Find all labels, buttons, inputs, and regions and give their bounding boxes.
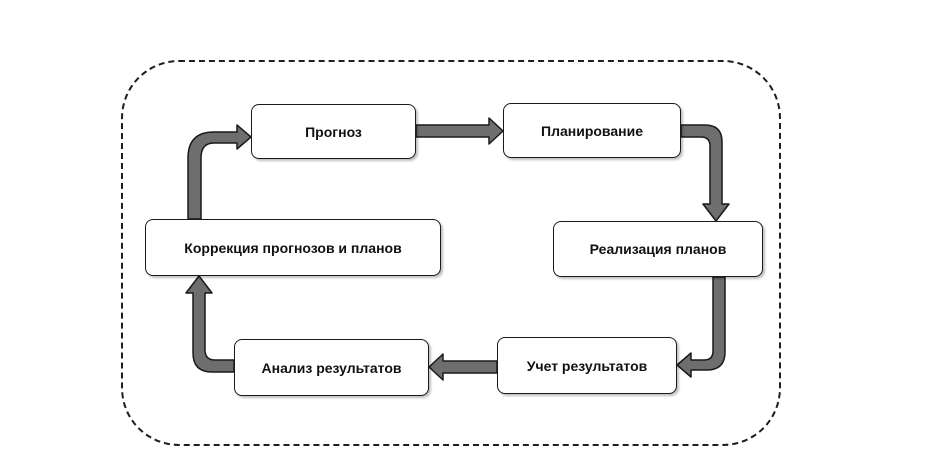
arrow-correction-to-forecast [187,124,252,220]
node-forecast-plan-correction-label: Коррекция прогнозов и планов [184,239,402,256]
node-results-accounting: Учет результатов [497,337,677,394]
node-planning-label: Планирование [541,122,643,139]
node-forecast-label: Прогноз [305,123,362,140]
dashed-boundary [121,60,781,446]
node-forecast: Прогноз [251,104,416,159]
node-results-analysis-label: Анализ результатов [261,359,402,376]
node-planning: Планирование [503,103,681,158]
node-results-analysis: Анализ результатов [234,339,429,396]
node-plan-realization: Реализация планов [553,221,763,277]
arrow-planning-to-realization [680,124,730,222]
arrow-realization-to-accounting [676,276,726,378]
arrow-analysis-to-correction [185,275,235,373]
node-forecast-plan-correction: Коррекция прогнозов и планов [145,219,441,276]
node-plan-realization-label: Реализация планов [589,241,727,257]
node-results-accounting-label: Учет результатов [526,357,648,374]
arrow-forecast-to-planning [415,117,504,145]
arrow-accounting-to-analysis [428,353,498,381]
